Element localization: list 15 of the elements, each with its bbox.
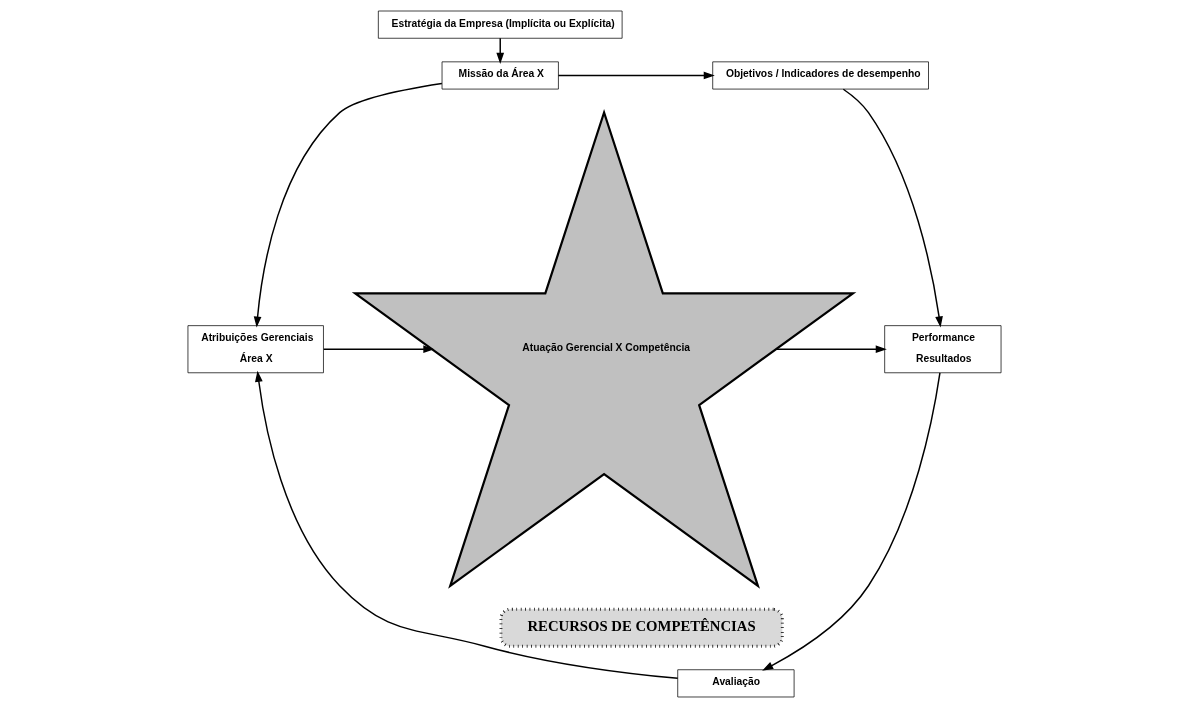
arrow xyxy=(761,372,941,671)
node-box: Performance Resultados xyxy=(883,325,1001,374)
arrow xyxy=(254,370,678,680)
node-box: RECURSOS DE COMPETÊNCIAS xyxy=(499,607,784,648)
node-box: Missão da Área X xyxy=(441,61,559,90)
arrow xyxy=(322,345,434,354)
node-box: Estratégia da Empresa (Implícita ou Explícita) xyxy=(377,10,622,39)
arrow xyxy=(842,88,943,328)
node-box: Objetivos / Indicadores de desempenho xyxy=(711,61,929,90)
node-box: Atribuições Gerenciais Área X xyxy=(187,325,324,374)
arrow xyxy=(774,345,887,354)
arrow xyxy=(253,82,443,328)
arrow xyxy=(495,37,504,64)
node-box: Avaliação xyxy=(676,669,794,698)
arrow xyxy=(557,71,715,80)
